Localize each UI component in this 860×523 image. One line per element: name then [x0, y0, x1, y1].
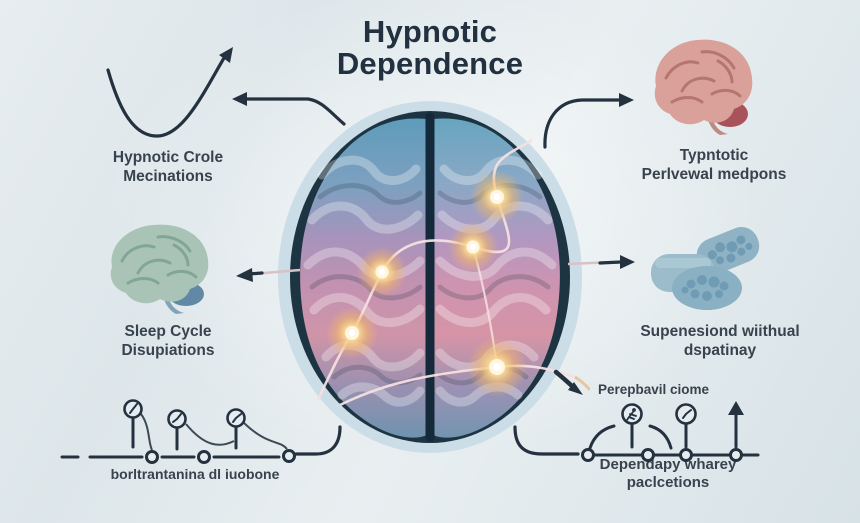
up-arrow-icon [728, 401, 744, 415]
page-title: Hypnotic Dependence [336, 14, 524, 82]
arrow-to-pink-brain [543, 98, 624, 149]
glow-nodes [326, 170, 527, 397]
glow-node [467, 337, 527, 397]
right-arrowhead-icon [619, 93, 634, 107]
note-comet-arrow [553, 369, 577, 391]
sage-brain-icon [110, 224, 209, 314]
timeline-left [60, 399, 296, 464]
swoosh-arrowhead-icon [219, 47, 233, 63]
pills-icon [651, 227, 760, 310]
clock-icon [167, 409, 187, 429]
arrow-from-brain-left-icon [236, 268, 253, 282]
timeline-node [679, 448, 693, 462]
timeline-node [145, 450, 159, 464]
glow-node [448, 222, 498, 272]
right-connector-line [513, 425, 580, 456]
label-withdrawal: Supenesiond wiithual dspatinay [640, 323, 800, 359]
left-connector-line [294, 425, 342, 456]
timeline-right [581, 401, 760, 462]
brain-right-hemisphere [433, 118, 560, 438]
left-arrowhead-icon [232, 92, 247, 106]
arrow-to-pills-icon [620, 255, 635, 269]
swoosh-arrow [106, 56, 226, 138]
clock-icon [226, 408, 246, 428]
right-thin-line-dark [598, 260, 623, 265]
caption-bottom-left: borltrantanina dl iuobone [110, 466, 280, 482]
label-note: Perepbavil ciome [598, 382, 710, 397]
caption-bottom-right: Dependapy wharey paclcetions [599, 456, 737, 492]
timeline-node [581, 448, 595, 462]
clock-icon [123, 399, 143, 419]
label-typntotic: Typntotic Perlvewal medpons [641, 147, 787, 183]
glow-node [357, 247, 407, 297]
note-arrowhead-icon [568, 382, 583, 395]
central-brain-illustration [278, 101, 590, 453]
pink-brain-icon [654, 39, 753, 135]
label-sleep-cycle: Sleep Cycle Disupiations [121, 323, 215, 359]
clock-icon [675, 403, 697, 425]
glow-node [470, 170, 524, 224]
timeline-node [729, 448, 743, 462]
timeline-node [197, 450, 211, 464]
timeline-node [282, 449, 296, 463]
person-icon [621, 403, 643, 425]
label-hypnotic-crole: Hypnotic Crole Mecinations [112, 149, 224, 185]
arrow-to-left-label [240, 97, 346, 126]
timeline-node [641, 448, 655, 462]
glow-node [326, 307, 378, 359]
